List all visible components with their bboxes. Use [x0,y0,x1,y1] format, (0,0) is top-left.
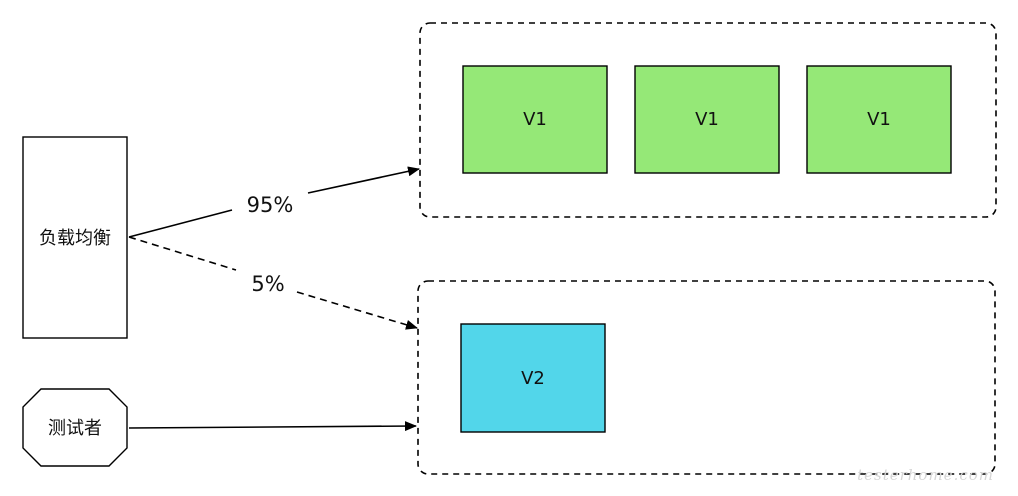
watermark-text: testerhome.com [857,466,994,484]
v2-instance-1: V2 [460,323,606,433]
v1-instance-2: V1 [634,65,780,174]
tester-label: 测试者 [48,418,102,439]
edge-to-v2-group: 5% [128,236,418,330]
v2-instance-1-label: V2 [521,368,545,389]
v1-instance-2-label: V1 [695,109,719,130]
v1-instance-1-label: V1 [523,109,547,130]
v1-instance-3-label: V1 [867,109,891,130]
load-balancer-label: 负载均衡 [39,228,111,249]
tester-node: 测试者 [22,388,128,467]
v1-instance-1: V1 [462,65,608,174]
edge-tester-to-v2-group [128,421,417,432]
v1-instance-3: V1 [806,65,952,174]
edge-to-v1-group-label: 95% [247,193,294,217]
edge-to-v1-group: 95% [128,166,420,238]
edge-to-v2-group-label: 5% [251,272,284,296]
load-balancer-node: 负载均衡 [22,136,128,339]
v1-group-container [419,22,997,218]
v2-group-container [417,280,996,475]
